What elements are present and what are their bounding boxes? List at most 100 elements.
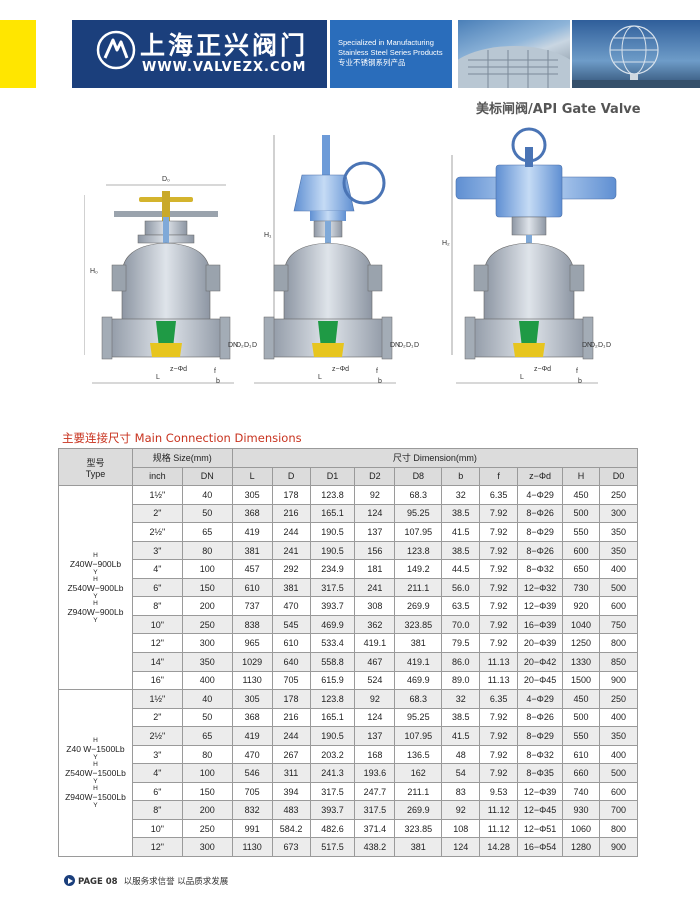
table-cell: 267 — [271, 744, 311, 765]
dim-dn: DN — [228, 342, 238, 349]
table-cell: 136.5 — [394, 744, 443, 765]
tagline-line-1: Specialized in Manufacturing — [338, 38, 434, 47]
table-cell: 165.1 — [309, 503, 356, 524]
table-cell: 394 — [271, 781, 311, 802]
table-cell: 32 — [441, 689, 481, 709]
table-cell: 8−Φ26 — [517, 707, 564, 728]
table-cell: 8" — [131, 596, 183, 616]
table-cell: 123.8 — [309, 689, 356, 709]
table-cell: 3" — [131, 540, 183, 561]
table-cell: 92 — [354, 485, 396, 505]
table-cell: 368 — [231, 503, 273, 524]
table-cell: 250 — [599, 485, 638, 505]
table-cell: 8−Φ29 — [517, 522, 564, 542]
table-cell: 216 — [271, 707, 311, 728]
page-title: 美标闸阀/API Gate Valve — [476, 102, 641, 117]
table-cell: 16" — [131, 670, 183, 691]
table-cell: 7.92 — [479, 726, 519, 746]
table-cell: 38.5 — [441, 503, 481, 524]
table-cell: 83 — [441, 781, 481, 802]
table-cell: 550 — [562, 522, 600, 542]
table-cell: 740 — [562, 781, 600, 802]
table-cell: 500 — [562, 707, 600, 728]
table-cell: 838 — [231, 614, 273, 635]
play-arrow-icon — [64, 875, 75, 886]
table-cell: 1280 — [562, 837, 600, 858]
table-cell: 545 — [271, 614, 311, 635]
table-cell: 381 — [231, 540, 273, 561]
table-cell: 737 — [231, 596, 273, 616]
table-cell: 7.92 — [479, 596, 519, 616]
table-cell: 100 — [181, 763, 233, 783]
table-cell: 419.1 — [394, 652, 443, 672]
table-cell: 250 — [181, 818, 233, 839]
valve-drawings: D₀ H₀ DN D₂ D₁ D z−Φd f L b H₁ DN D₂ D₁ … — [84, 127, 617, 385]
table-cell: 7.92 — [479, 559, 519, 579]
table-cell: 920 — [562, 596, 600, 616]
table-cell: 470 — [231, 744, 273, 765]
table-cell: 247.7 — [354, 781, 396, 802]
table-cell: 600 — [599, 781, 638, 802]
table-cell: 371.4 — [354, 818, 396, 839]
table-cell: 124 — [354, 707, 396, 728]
dim-d2-2: D₂ — [398, 342, 406, 349]
table-cell: 65 — [181, 726, 233, 746]
table-cell: 1½" — [131, 485, 183, 505]
table-cell: 4" — [131, 763, 183, 783]
table-cell: 533.4 — [309, 633, 356, 654]
table-cell: 1250 — [562, 633, 600, 654]
column-header: f — [479, 466, 519, 487]
table-cell: 241 — [271, 540, 311, 561]
table-cell: 20−Φ45 — [517, 670, 564, 691]
dim-d: D — [252, 342, 257, 349]
column-header: D — [271, 466, 311, 487]
table-cell: 832 — [231, 800, 273, 820]
table-cell: 165.1 — [309, 707, 356, 728]
table-cell: 600 — [599, 596, 638, 616]
table-cell: 41.5 — [441, 522, 481, 542]
table-cell: 610 — [271, 633, 311, 654]
table-cell: 750 — [599, 614, 638, 635]
table-cell: 482.6 — [309, 818, 356, 839]
yellow-corner-tab — [0, 20, 36, 88]
table-cell: 1130 — [231, 670, 273, 691]
table-cell: 991 — [231, 818, 273, 839]
table-cell: 11.13 — [479, 670, 519, 691]
table-cell: 1330 — [562, 652, 600, 672]
company-url: WWW.VALVEZX.COM — [142, 60, 307, 75]
column-header: D0 — [599, 466, 638, 487]
gate-valve-large-actuator-drawing: H₂ DN D₂ D₁ D z−Φd f L b — [442, 127, 617, 385]
table-cell: 8−Φ32 — [517, 559, 564, 579]
table-cell: 546 — [231, 763, 273, 783]
table-cell: 6.35 — [479, 485, 519, 505]
table-cell: 292 — [271, 559, 311, 579]
table-cell: 216 — [271, 503, 311, 524]
table-cell: 8−Φ32 — [517, 744, 564, 765]
table-cell: 11.12 — [479, 800, 519, 820]
table-cell: 190.5 — [309, 540, 356, 561]
table-cell: 244 — [271, 726, 311, 746]
tagline-line-2: Stainless Steel Series Products — [338, 48, 443, 57]
dim-zd: z−Φd — [170, 366, 187, 373]
table-cell: 7.92 — [479, 577, 519, 598]
table-cell: 12−Φ39 — [517, 781, 564, 802]
tagline-box: Specialized in Manufacturing Stainless S… — [330, 20, 452, 88]
dim-dn-2: DN — [390, 342, 400, 349]
dim-d-3: D — [606, 342, 611, 349]
column-header: DN — [181, 466, 233, 487]
table-cell: 350 — [181, 652, 233, 672]
table-cell: 178 — [271, 485, 311, 505]
table-cell: 14.28 — [479, 837, 519, 858]
column-header: H — [562, 466, 600, 487]
table-cell: 381 — [394, 633, 443, 654]
